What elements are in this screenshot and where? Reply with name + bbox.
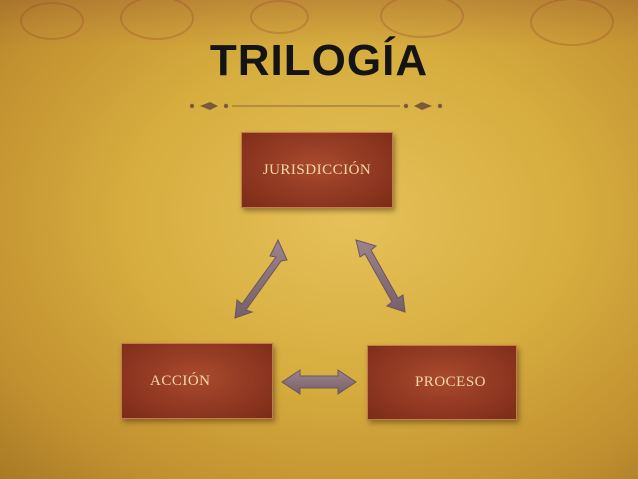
stamp-mark: [20, 2, 84, 40]
slide-title: TRILOGÍA: [209, 36, 429, 85]
ornamental-divider-icon: [189, 102, 443, 110]
stamp-texture-band: [0, 0, 638, 46]
node-jurisdiccion: JURISDICCIÓN: [241, 132, 393, 208]
node-accion-label: ACCIÓN: [150, 372, 211, 389]
stamp-mark: [120, 0, 194, 40]
node-proceso-label: PROCESO: [414, 374, 486, 390]
stamp-mark: [250, 0, 309, 34]
stamp-mark: [380, 0, 464, 38]
node-accion: ACCIÓN: [121, 343, 273, 419]
stamp-mark: [530, 0, 614, 46]
arrow-jurisdiccion-accion: [234, 238, 288, 319]
arrow-jurisdiccion-proceso: [355, 239, 406, 313]
arrow-accion-proceso: [281, 369, 357, 395]
node-proceso: PROCESO: [367, 345, 517, 420]
node-jurisdiccion-label: JURISDICCIÓN: [262, 161, 372, 178]
